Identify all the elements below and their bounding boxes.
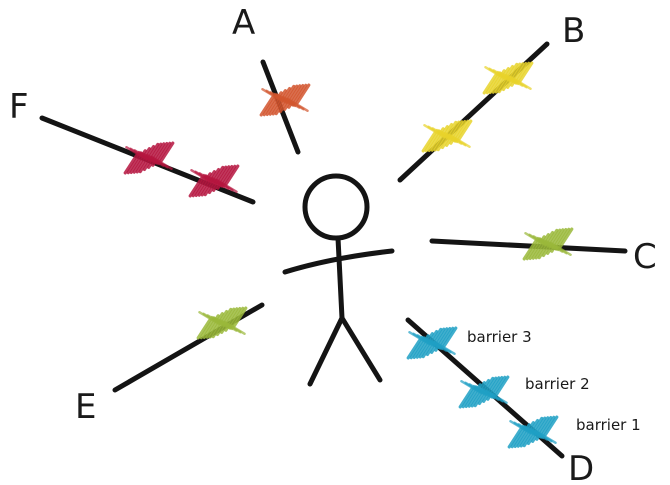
figure-head bbox=[302, 173, 370, 241]
label-f: F bbox=[9, 87, 29, 127]
label-d: D bbox=[568, 449, 594, 485]
barrier-labels: barrier 3 barrier 2 barrier 1 bbox=[467, 328, 641, 434]
barrier-hatch-f-2 bbox=[188, 164, 240, 198]
spoke-labels: A B C D E F bbox=[9, 3, 657, 485]
barrier-hatch-d-1 bbox=[406, 326, 458, 360]
barrier-hatches bbox=[123, 61, 574, 449]
label-a: A bbox=[232, 3, 255, 43]
label-e: E bbox=[75, 387, 96, 427]
figure-left-leg bbox=[307, 315, 345, 387]
figure-arms bbox=[282, 248, 395, 275]
spoke-line-c bbox=[429, 238, 628, 254]
barrier-hatch-a-1 bbox=[259, 83, 311, 117]
barrier-hatch-f-1 bbox=[123, 141, 175, 175]
barrier-hatch-e-1 bbox=[196, 306, 248, 340]
barrier-hatch-d-3 bbox=[507, 415, 559, 449]
figure-body bbox=[335, 235, 345, 321]
barrier-label-3: barrier 3 bbox=[467, 328, 532, 346]
stick-figure bbox=[282, 173, 395, 387]
figure-right-leg bbox=[339, 315, 383, 383]
barrier-label-2: barrier 2 bbox=[525, 375, 590, 393]
barrier-hatch-d-2 bbox=[458, 375, 510, 409]
label-b: B bbox=[562, 11, 585, 51]
barrier-hatch-b-2 bbox=[482, 61, 534, 95]
barrier-label-1: barrier 1 bbox=[576, 416, 641, 434]
barrier-hatch-c-1 bbox=[522, 227, 574, 261]
barrier-hatch-b-1 bbox=[421, 119, 473, 153]
label-c: C bbox=[633, 237, 657, 277]
